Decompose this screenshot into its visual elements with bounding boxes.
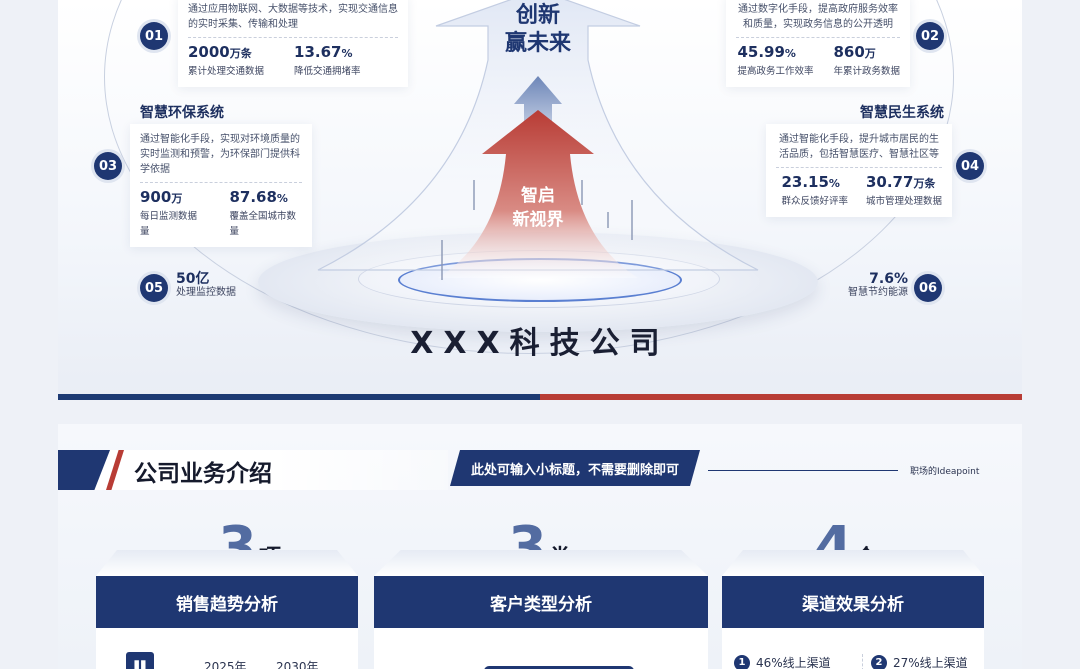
arrow-top-line2: 赢未来 <box>504 31 571 56</box>
year-label-2030: 2030年 <box>276 660 319 669</box>
card-smart-life: 通过智能化手段，提升城市居民的生活品质，包括智慧医疗、智慧社区等 23.15% … <box>766 124 952 217</box>
stat-monitor-data: 900万 每日监测数据量 <box>140 188 198 237</box>
column-body-customers <box>374 628 708 669</box>
column-cap-channels <box>722 550 984 576</box>
arrow-top-text: 创新 赢未来 <box>488 2 588 58</box>
column-title-sales: 销售趋势分析 <box>96 576 358 628</box>
stat-traffic-data: 2000万条 累计处理交通数据 <box>188 43 265 77</box>
channel-item-1-num: 1 <box>734 654 750 669</box>
column-cap-customers <box>374 550 708 576</box>
brand-text: 职场的Ideapoint <box>910 467 980 477</box>
node-04: 04 <box>956 152 984 180</box>
mini-stat-05: 50亿 处理监控数据 <box>176 271 236 298</box>
node-02: 02 <box>916 22 944 50</box>
company-name: XXX科技公司 <box>410 326 670 361</box>
mini-stat-06: 7.6% 智慧节约能源 <box>848 271 908 298</box>
stat-congestion: 13.67% 降低交通拥堵率 <box>294 43 361 77</box>
growth-arrows <box>317 0 759 280</box>
card-desc: 通过数字化手段，提高政府服务效率和质量，实现政务信息的公开透明 <box>736 2 900 38</box>
stat-city-mgmt: 30.77万条 城市管理处理数据 <box>865 173 942 207</box>
business-slide: 公司业务介绍 此处可输入小标题，不需要删除即可 职场的Ideapoint 3项 … <box>58 424 1022 669</box>
column-cap-sales <box>96 550 358 576</box>
column-title-channels: 渠道效果分析 <box>722 576 984 628</box>
section-title: 公司业务介绍 <box>134 461 272 487</box>
arrow-mid-line2: 新视界 <box>512 210 564 230</box>
section-subtitle: 此处可输入小标题，不需要删除即可 <box>450 450 700 486</box>
stat-satisfaction: 23.15% 群众反馈好评率 <box>781 173 848 207</box>
node-05: 05 <box>140 274 168 302</box>
stat-city-coverage: 87.68% 覆盖全国城市数量 <box>229 188 296 237</box>
card-desc: 通过智能化手段，实现对环境质量的实时监测和预警，为环保部门提供科学依据 <box>140 132 302 183</box>
column-title-customers: 客户类型分析 <box>374 576 708 628</box>
chart-icon: ▮▮ <box>126 652 154 669</box>
card-smart-gov: 通过数字化手段，提高政府服务效率和质量，实现政务信息的公开透明 45.99% 提… <box>726 0 910 87</box>
channel-item-2-num: 2 <box>871 654 887 669</box>
stat-gov-data: 860万 年累计政务数据 <box>833 43 900 77</box>
arrow-mid-line1: 智启 <box>521 186 555 206</box>
arrow-top-line1: 创新 <box>515 3 560 28</box>
node-01: 01 <box>140 22 168 50</box>
card-smart-traffic: 通过应用物联网、大数据等技术，实现交通信息的实时采集、传输和处理 2000万条 … <box>178 0 408 87</box>
card-desc: 通过应用物联网、大数据等技术，实现交通信息的实时采集、传输和处理 <box>188 2 398 38</box>
customer-bar <box>484 666 634 669</box>
slide-bottom-bar <box>58 394 1022 400</box>
node-03: 03 <box>94 152 122 180</box>
card-desc: 通过智能化手段，提升城市居民的生活品质，包括智慧医疗、智慧社区等 <box>776 132 942 168</box>
heading-box <box>58 450 448 490</box>
hero-slide: 创新 赢未来 智启 新视界 XXX科技公司 01 02 03 04 05 06 … <box>58 0 1022 400</box>
arrow-mid-text: 智启 新视界 <box>488 184 588 232</box>
stat-gov-efficiency: 45.99% 提高政务工作效率 <box>737 43 814 77</box>
card-smart-env: 通过智能化手段，实现对环境质量的实时监测和预警，为环保部门提供科学依据 900万… <box>130 124 312 247</box>
subtitle-line <box>708 470 898 471</box>
column-body-sales: ▮▮ 2025年 2030年 <box>96 628 358 669</box>
year-label-2025: 2025年 <box>204 660 247 669</box>
node-06: 06 <box>914 274 942 302</box>
